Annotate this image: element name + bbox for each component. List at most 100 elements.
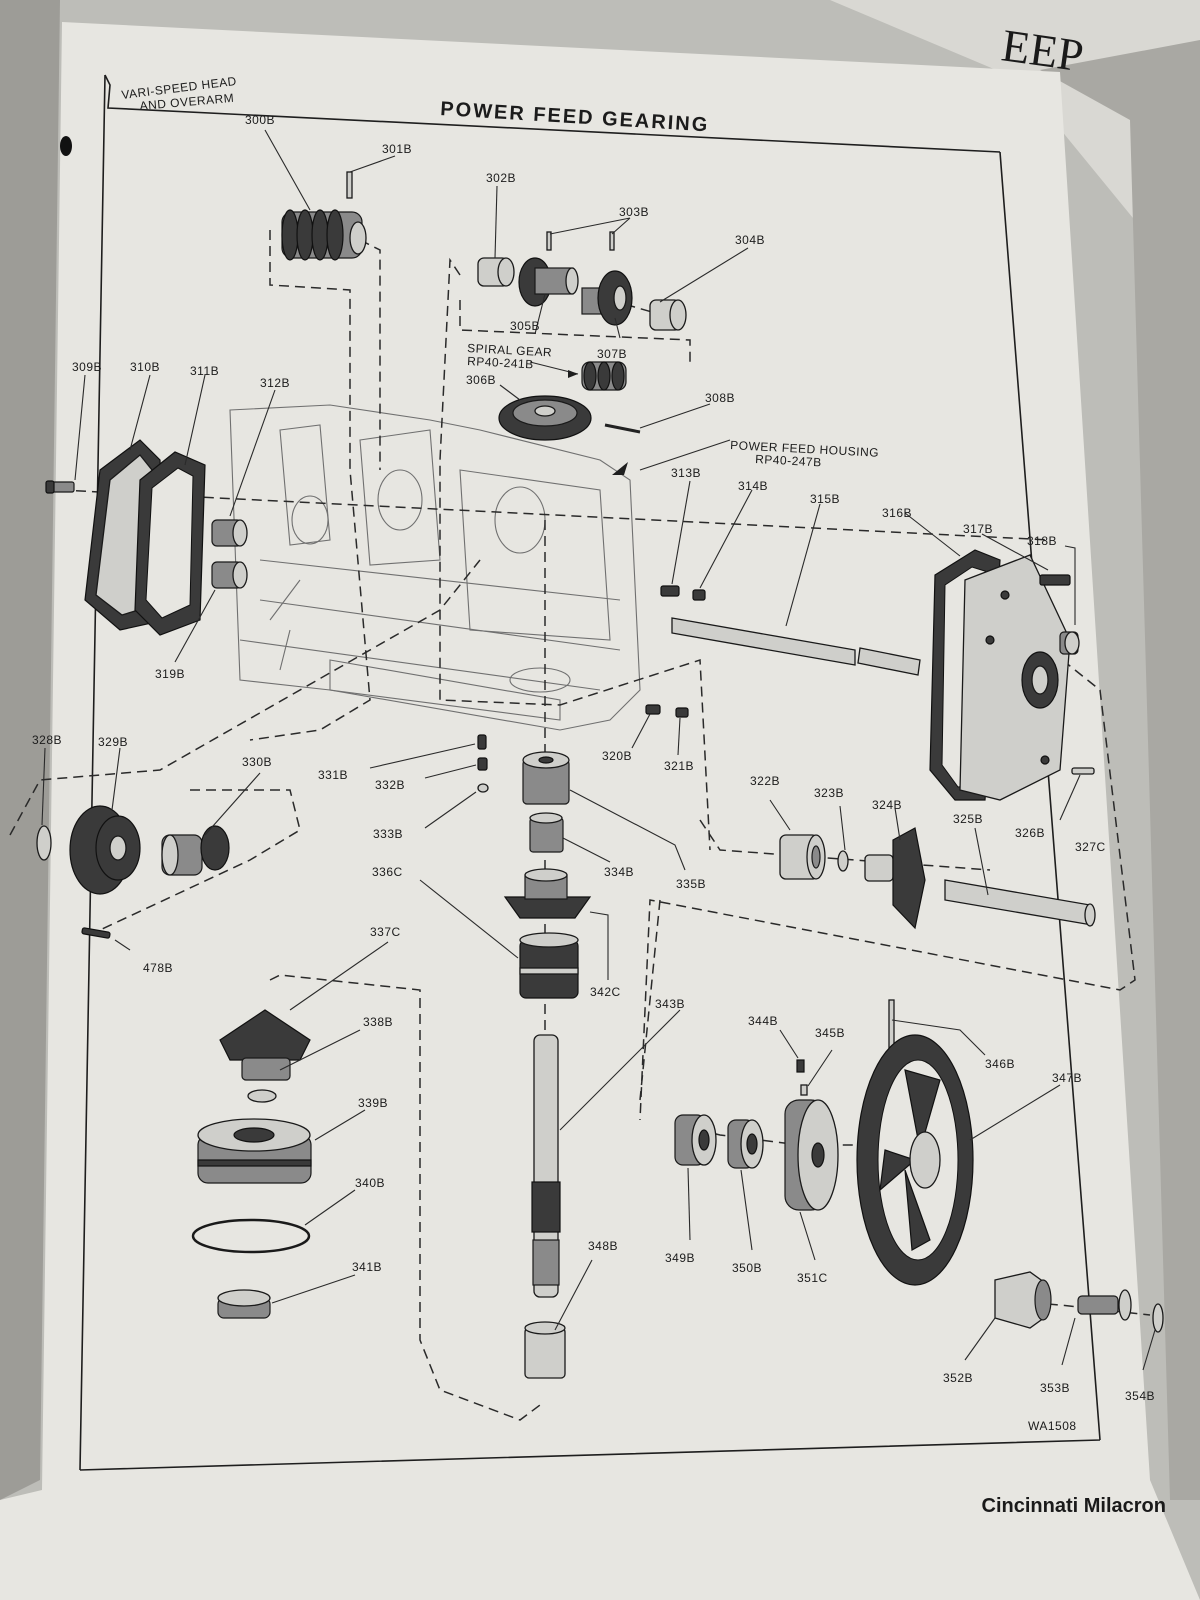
part-343b-shaft [531, 1034, 561, 1298]
spiral-gear-label: SPIRAL GEAR [467, 341, 553, 359]
part-352b-handle [994, 1271, 1052, 1329]
part-320b-screw [645, 704, 661, 715]
spiral-gear-part-number: RP40-241B [467, 354, 534, 371]
label-310b: 310B [130, 360, 160, 374]
part-339b-pulley [197, 1118, 312, 1184]
part-304b-bushing [649, 299, 687, 331]
label-303b: 303B [619, 205, 649, 219]
part-302b-bushing [477, 257, 515, 287]
label-326b: 326B [1015, 826, 1045, 840]
leader-lines [41, 129, 1156, 1371]
label-334b: 334B [604, 865, 634, 879]
label-337c: 337C [370, 925, 401, 939]
label-336c: 336C [372, 865, 403, 879]
label-309b: 309B [72, 360, 102, 374]
label-324b: 324B [872, 798, 902, 812]
label-342c: 342C [590, 985, 621, 999]
label-339b: 339B [358, 1096, 388, 1110]
part-478b-key [81, 927, 111, 939]
part-328b-ring [36, 825, 52, 861]
label-314b: 314B [738, 479, 768, 493]
power-feed-housing-part-number: RP40-247B [755, 452, 822, 469]
label-348b: 348B [588, 1239, 618, 1253]
label-350b: 350B [732, 1261, 762, 1275]
part-300b-worm [281, 209, 367, 261]
label-345b: 345B [815, 1026, 845, 1040]
part-340b-o-ring [191, 1218, 311, 1254]
part-338b-ring [247, 1089, 277, 1103]
label-313b: 313B [671, 466, 701, 480]
part-335b-bushing [522, 751, 570, 805]
part-337c-bevel-gear [219, 1009, 311, 1081]
part-325b-shaft [944, 879, 1096, 927]
part-354b-ring [1152, 1303, 1164, 1333]
part-313b-screw [660, 585, 680, 597]
label-354b: 354B [1125, 1389, 1155, 1403]
label-327c: 327C [1075, 840, 1106, 854]
label-328b: 328B [32, 733, 62, 747]
part-317b-screw [1039, 574, 1071, 586]
label-346b: 346B [985, 1057, 1015, 1071]
label-320b: 320B [602, 749, 632, 763]
part-350b-bushing [727, 1119, 764, 1169]
part-347b-handwheel [856, 1034, 974, 1286]
spiral-gear [581, 361, 627, 391]
label-308b: 308B [705, 391, 735, 405]
label-333b: 333B [373, 827, 403, 841]
part-314b-key [692, 589, 706, 601]
part-321b-screw [675, 707, 689, 718]
part-307b-gear [581, 270, 633, 326]
label-338b: 338B [363, 1015, 393, 1029]
part-341b-seal [217, 1289, 271, 1319]
label-311b: 311B [190, 364, 219, 378]
label-341b: 341B [352, 1260, 382, 1274]
part-334b-sleeve [529, 812, 564, 853]
part-342c-clutch [519, 932, 579, 999]
part-323b-ring [837, 850, 849, 872]
part-303b-pin-a [546, 231, 552, 251]
label-335b: 335B [676, 877, 706, 891]
part-326b-cover [959, 554, 1071, 801]
label-302b: 302B [486, 171, 516, 185]
label-319b: 319B [155, 667, 185, 681]
part-301b-pin [346, 171, 353, 199]
part-318b-plug [1059, 631, 1080, 655]
label-304b: 304B [735, 233, 765, 247]
part-330b-gear [161, 825, 230, 876]
label-343b: 343B [655, 997, 685, 1011]
part-labels: 300B 301B 302B 303B 304B 305B 306B 307B … [32, 113, 1155, 1433]
label-321b: 321B [664, 759, 694, 773]
label-315b: 315B [810, 492, 840, 506]
part-345b-plug [800, 1084, 808, 1096]
part-336c-bevel-gear [503, 868, 592, 919]
part-319b-bushing [211, 561, 248, 589]
part-303b-pin-b [609, 231, 615, 251]
label-300b: 300B [245, 113, 275, 127]
label-331b: 331B [318, 768, 348, 782]
part-308b-pin [604, 423, 641, 434]
label-317b: 317B [963, 522, 993, 536]
label-332b: 332B [375, 778, 405, 792]
frame-border [79, 74, 1101, 1471]
frame-top [104, 74, 1001, 153]
part-322b-bushing [779, 834, 826, 880]
label-340b: 340B [355, 1176, 385, 1190]
part-353b-screw [1077, 1289, 1132, 1321]
label-316b: 316B [882, 506, 912, 520]
label-351c: 351C [797, 1271, 828, 1285]
page-stack-edge [1040, 40, 1200, 1500]
label-344b: 344B [748, 1014, 778, 1028]
part-332b-screw [477, 757, 488, 771]
drawing-number: WA1508 [1028, 1419, 1077, 1433]
label-306b: 306B [466, 373, 496, 387]
label-301b: 301B [382, 142, 412, 156]
label-307b: 307B [597, 347, 627, 361]
binder-hole [60, 136, 72, 156]
part-351c-dial [784, 1099, 839, 1211]
part-333b-ball [477, 783, 489, 793]
label-305b: 305B [510, 319, 540, 333]
power-feed-housing-outline [229, 404, 641, 731]
part-327c-pin [1071, 767, 1095, 775]
part-306b-worm-gear [498, 395, 592, 441]
